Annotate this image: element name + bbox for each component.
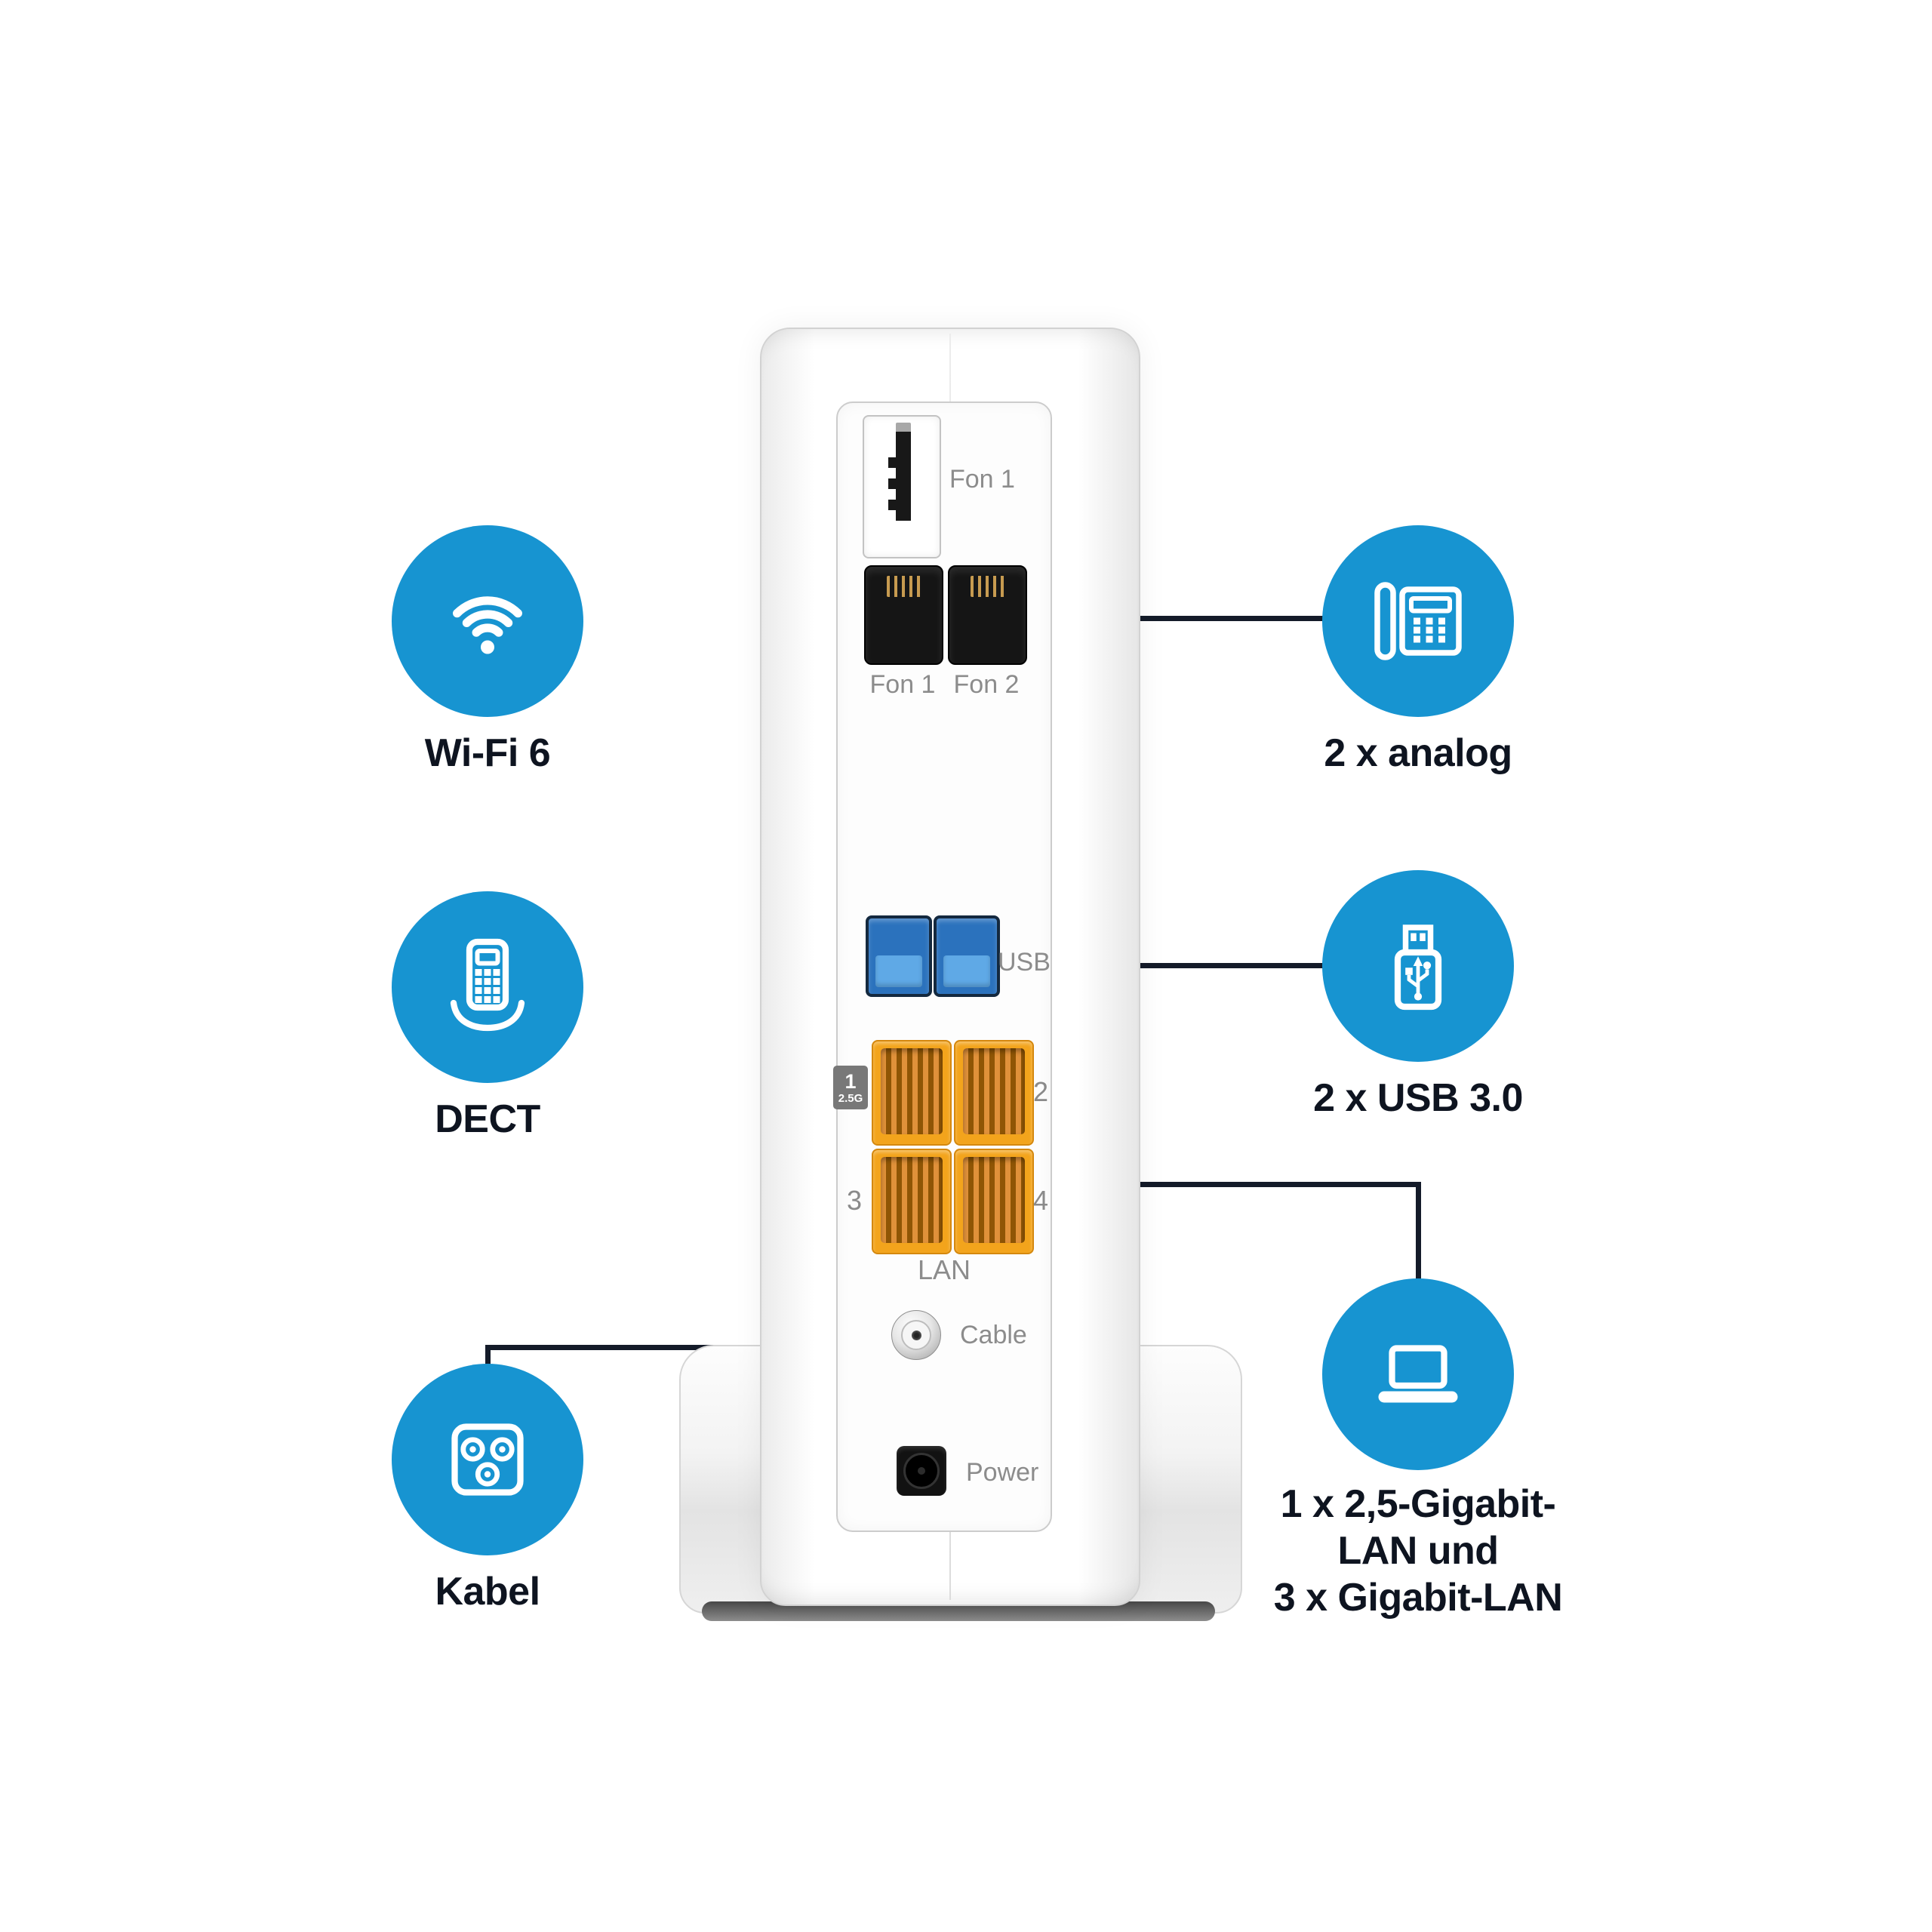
usb3-label: 2 x USB 3.0: [1313, 1076, 1523, 1120]
lan-contacts: [881, 1048, 943, 1134]
lan3-number: 3: [846, 1185, 863, 1216]
fon1-pins: [886, 576, 921, 597]
usb-tongue: [875, 955, 922, 987]
usb-label: USB: [998, 948, 1051, 977]
laptop-icon: [1378, 1345, 1458, 1403]
kabel-feature-badge: [392, 1364, 583, 1555]
cable-socket-icon: [451, 1423, 524, 1496]
lan-feature-badge: [1322, 1278, 1514, 1470]
fon1-label: Fon 1: [869, 670, 936, 699]
wifi-feature-badge: [392, 525, 583, 717]
power-label: Power: [966, 1458, 1039, 1487]
power-jack: [897, 1446, 946, 1496]
wifi-icon: [453, 596, 522, 654]
wifi-label: Wi-Fi 6: [424, 731, 551, 775]
dect-feature-badge: [392, 891, 583, 1083]
cable-label: Cable: [960, 1321, 1027, 1349]
tae-port-label: Fon 1: [949, 465, 1015, 494]
fon1-port: [864, 565, 943, 665]
router-back-panel: Fon 1 Fon 1 Fon 2 USB 1 2.5G 2 3 4 LAN: [760, 328, 1140, 1606]
lan-port-4: [954, 1149, 1034, 1254]
usb-port-1: [866, 915, 932, 997]
kabel-label: Kabel: [435, 1570, 540, 1614]
lan1-speed-badge: 1 2.5G: [833, 1066, 868, 1109]
lan4-number: 4: [1032, 1185, 1049, 1216]
tae-plug: [888, 423, 911, 521]
lan-contacts: [881, 1157, 943, 1243]
fon2-label: Fon 2: [953, 670, 1020, 699]
tae-port: [863, 415, 941, 558]
lan-port-1: [872, 1040, 952, 1146]
connector-line-lan-horizontal: [1124, 1182, 1420, 1187]
power-pin: [918, 1467, 925, 1475]
dect-label: DECT: [435, 1097, 540, 1141]
usb-feature-badge: [1322, 870, 1514, 1062]
lan-label-line-2: LAN und: [1337, 1529, 1499, 1573]
analog-label: 2 x analog: [1324, 731, 1512, 775]
lan-port-3: [872, 1149, 952, 1254]
lan1-speed: 2.5G: [838, 1091, 863, 1105]
usb-stick-icon: [1394, 924, 1442, 1011]
lan2-number: 2: [1032, 1076, 1049, 1107]
fon2-port: [948, 565, 1027, 665]
coax-face: [901, 1320, 931, 1350]
lan-group-label: LAN: [917, 1254, 971, 1285]
lan-port-2: [954, 1040, 1034, 1146]
dect-handset-icon: [450, 938, 525, 1032]
lan-label-line-3: 3 x Gigabit-LAN: [1273, 1576, 1563, 1620]
connector-line-analog: [1124, 616, 1325, 621]
lan1-number: 1: [844, 1069, 857, 1093]
lan-contacts: [963, 1048, 1025, 1134]
coax-pin: [911, 1330, 921, 1340]
usb-tongue: [943, 955, 990, 987]
usb-port-2: [934, 915, 1000, 997]
connector-line-lan-vertical: [1416, 1182, 1421, 1281]
cable-coax-connector: [891, 1310, 941, 1360]
power-ring: [903, 1453, 940, 1489]
connector-line-kabel-horizontal: [485, 1345, 724, 1350]
fon2-pins: [970, 576, 1005, 597]
connector-line-kabel-vertical: [485, 1345, 491, 1371]
port-panel: Fon 1 Fon 1 Fon 2 USB 1 2.5G 2 3 4 LAN: [833, 401, 1052, 1532]
analog-phone-icon: [1374, 582, 1462, 660]
lan-label-line-1: 1 x 2,5-Gigabit-: [1280, 1482, 1556, 1526]
connector-line-usb: [1124, 963, 1325, 968]
lan-feature-label: 1 x 2,5-Gigabit- LAN und 3 x Gigabit-LAN: [1192, 1481, 1644, 1621]
lan-contacts: [963, 1157, 1025, 1243]
analog-feature-badge: [1322, 525, 1514, 717]
